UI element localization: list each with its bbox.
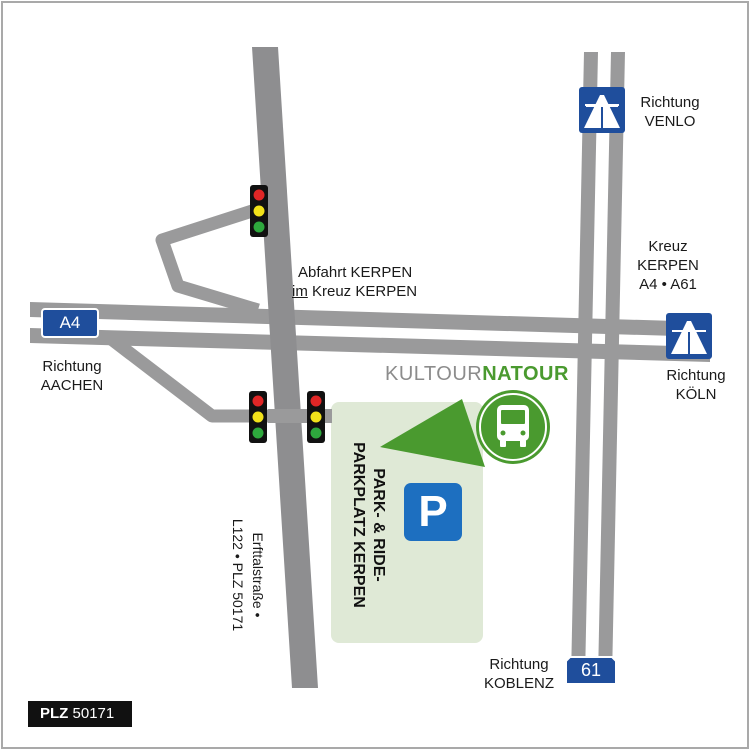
- a61-carriageway-east: [598, 52, 625, 678]
- l122-road: [252, 47, 318, 688]
- traffic-light-icon: [307, 391, 325, 443]
- bus-icon: [476, 390, 550, 464]
- label-erfttalstrasse: Erfttalstraße • L122 • PLZ 50171: [230, 518, 266, 632]
- traffic-light-icon: [250, 185, 268, 237]
- plz-badge: PLZ 50171: [28, 701, 132, 727]
- label-abfahrt-kerpen: Abfahrt KERPEN im Kreuz KERPEN: [292, 264, 418, 300]
- traffic-light-icon: [249, 391, 267, 443]
- exit-ramp: [106, 332, 268, 423]
- parking-sign-label: P: [418, 487, 448, 536]
- kultournatour-logo: KULTOURNATOUR: [385, 363, 569, 385]
- label-richtung-koeln: Richtung KÖLN: [666, 367, 726, 403]
- label-park-and-ride: PARK- & RIDE- PARKPLATZ KERPEN: [350, 442, 387, 608]
- a4-carriageway-north: [30, 302, 710, 337]
- a4-shield-icon: [41, 308, 99, 338]
- plz-value: 50171: [72, 705, 115, 722]
- label-richtung-koblenz: Richtung KOBLENZ: [483, 656, 555, 692]
- parking-icon: [404, 483, 462, 541]
- on-ramp: [155, 203, 260, 317]
- motorway-icon: [579, 87, 625, 133]
- a61-shield-label: 61: [580, 660, 602, 680]
- label-kreuz-kerpen: Kreuz KERPEN A4 • A61: [637, 238, 699, 293]
- label-richtung-aachen: Richtung AACHEN: [40, 358, 104, 394]
- label-richtung-venlo: Richtung VENLO: [640, 94, 700, 130]
- motorway-icon: [666, 313, 712, 359]
- a61-shield-icon: [565, 656, 617, 685]
- label-kreuz-rest: Kreuz KERPEN: [307, 283, 418, 300]
- a4-shield-label: A4: [59, 313, 81, 332]
- plz-label: PLZ: [40, 705, 69, 722]
- label-im: im: [292, 283, 308, 300]
- a61-carriageway-west: [571, 52, 598, 678]
- direction-arrow: [380, 399, 485, 467]
- a4-carriageway-south: [30, 328, 710, 362]
